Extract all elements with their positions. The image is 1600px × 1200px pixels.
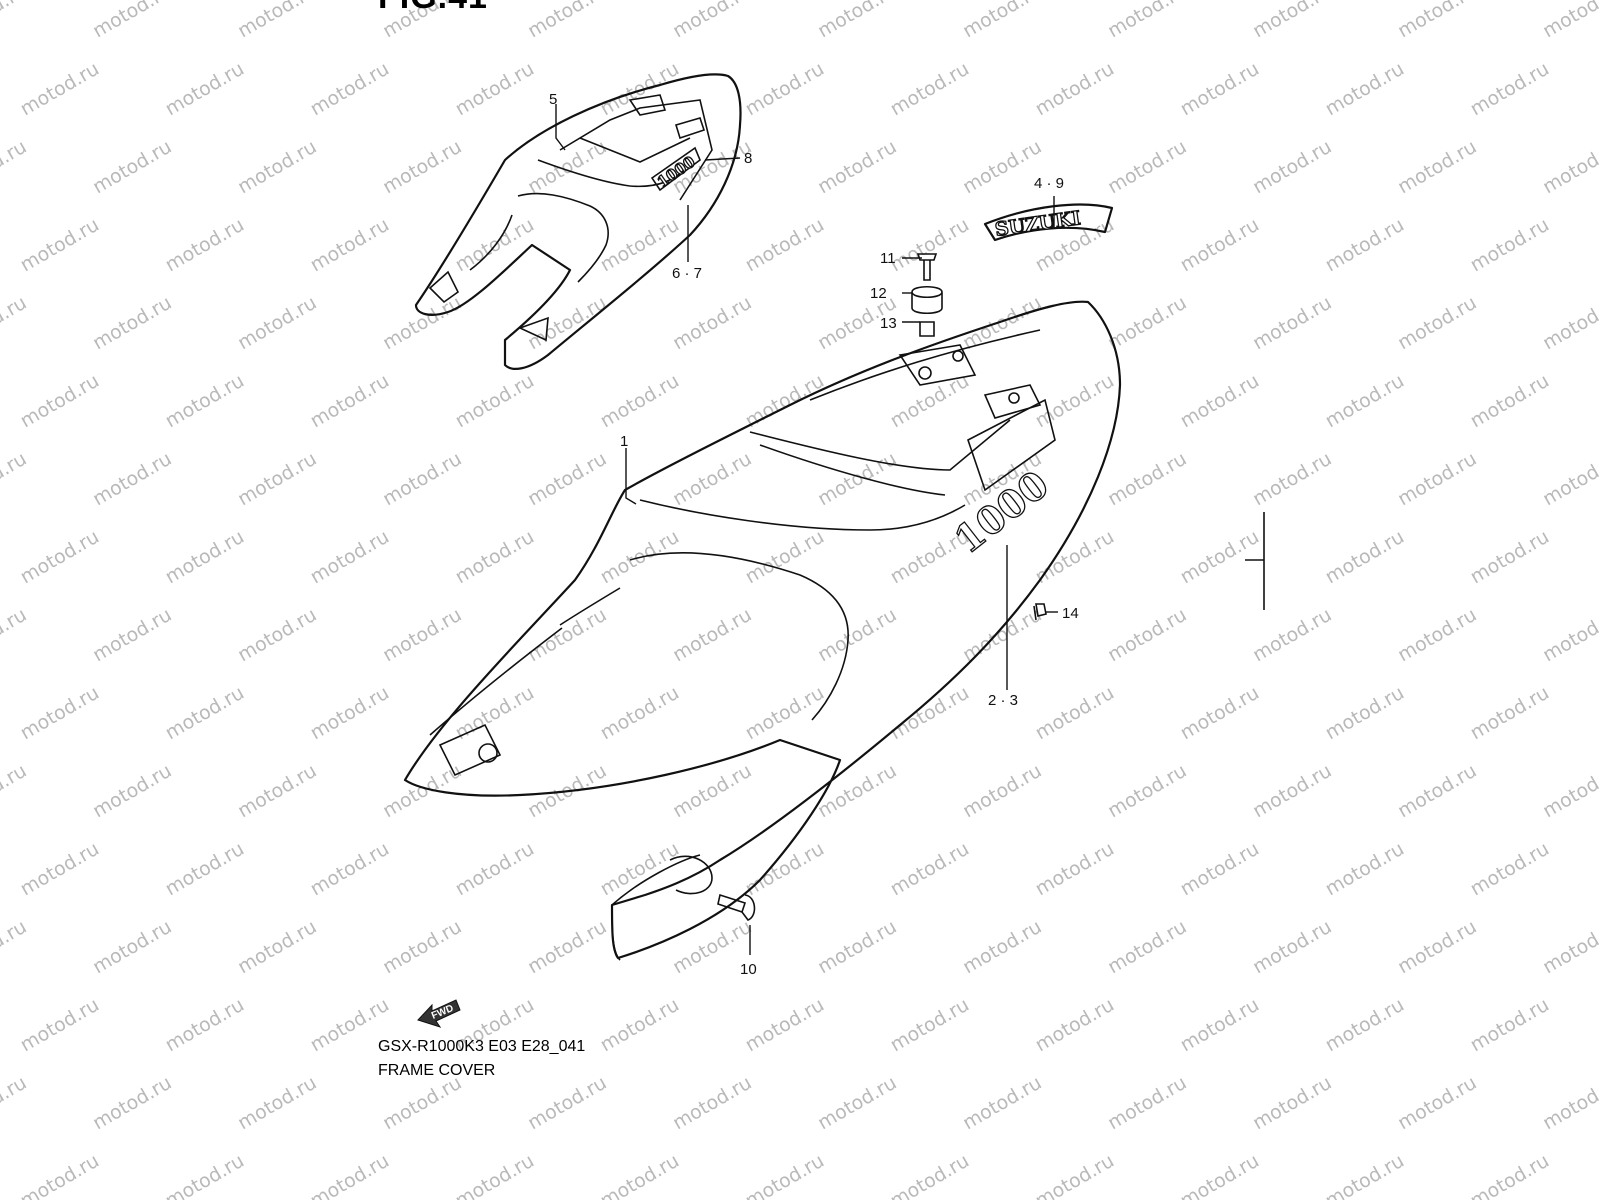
callout-13: 13 [880, 315, 897, 332]
seat-tail-cover-small: 1000 [414, 73, 742, 370]
callout-4-9: 4 · 9 [1034, 175, 1064, 192]
collar-13 [919, 321, 935, 337]
figure-title: FIG.41 [378, 0, 488, 17]
callout-1: 1 [620, 433, 628, 450]
callout-labels: 5 8 6 · 7 4 · 9 11 12 13 1 14 2 · 3 10 [549, 91, 1079, 978]
callout-14: 14 [1062, 605, 1079, 622]
callout-10: 10 [740, 961, 757, 978]
bolt-10 [717, 893, 756, 921]
model-number-decal-main: 1000 [946, 462, 1057, 563]
callout-12: 12 [870, 285, 887, 302]
fwd-label: FWD [430, 1003, 455, 1022]
callout-2-3: 2 · 3 [988, 692, 1018, 709]
suzuki-emblem: SUZUKI [983, 203, 1114, 242]
model-number-decal-small: 1000 [654, 153, 699, 192]
callout-6-7: 6 · 7 [672, 265, 702, 282]
section-name: FRAME COVER [378, 1062, 496, 1079]
model-code: GSX-R1000K3 E03 E28_041 [378, 1038, 586, 1055]
suzuki-emblem-text: SUZUKI [994, 207, 1082, 241]
leader-lines [555, 104, 1058, 955]
screw-14 [1033, 603, 1047, 621]
seat-tail-cover-main: 1000 [403, 300, 1122, 961]
callout-11: 11 [880, 250, 896, 267]
fastener-stack [911, 253, 943, 337]
callout-5: 5 [549, 91, 557, 108]
callout-8: 8 [744, 150, 752, 167]
forward-arrow-icon: FWD [417, 999, 461, 1028]
cushion-12 [911, 285, 943, 315]
reference-bracket [1245, 512, 1265, 610]
